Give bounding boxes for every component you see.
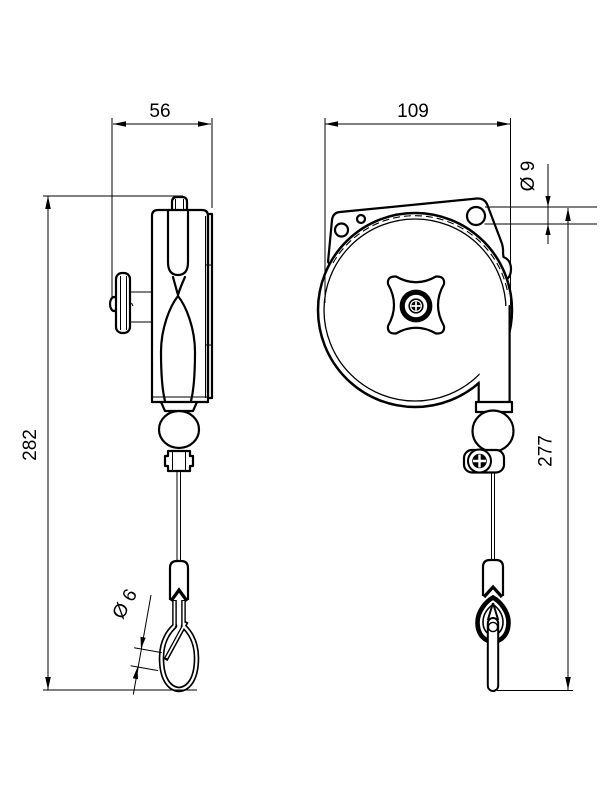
dim-side-width-label: 56 xyxy=(149,101,170,122)
dim-front-width-label: 109 xyxy=(397,101,429,122)
bracket-hole-left xyxy=(333,222,350,238)
ferrule-front xyxy=(481,558,505,596)
cable-side xyxy=(176,471,181,561)
ferrule-notch xyxy=(169,587,189,602)
knob-bracket-lines xyxy=(130,291,152,323)
carabiner-eye-outer xyxy=(172,600,186,626)
ratchet-knob xyxy=(108,271,152,335)
dim-front-height-label: 277 xyxy=(536,435,557,467)
dimension-side-width: 56 xyxy=(111,101,213,297)
slot-neck xyxy=(171,275,187,297)
front-cover-strip xyxy=(206,212,214,400)
side-body xyxy=(150,208,214,404)
front-view xyxy=(316,197,515,692)
side-outlet-assembly xyxy=(157,400,201,473)
dimension-hole-diameter: Ø 9 xyxy=(484,161,597,244)
outlet-tube xyxy=(477,304,511,404)
bracket-hole-small xyxy=(355,213,367,225)
strip-detail xyxy=(205,216,212,398)
dim-carabiner-wire-label: Ø 6 xyxy=(108,586,141,623)
pin-slot xyxy=(166,208,190,277)
bracket-hole-d9 xyxy=(465,205,487,227)
dimension-side-height: 282 xyxy=(20,195,197,691)
swivel-detail xyxy=(172,451,186,471)
pin-head-detail xyxy=(487,621,499,633)
tube-mask xyxy=(479,306,510,402)
dimension-carabiner-wire: Ø 6 xyxy=(108,586,162,695)
dimension-front-height: 277 xyxy=(497,208,573,691)
swivel-screw-cross xyxy=(473,454,486,468)
outlet-ball xyxy=(157,409,201,450)
carabiner-eye-inner xyxy=(173,601,185,626)
dim-hole-diameter-label: Ø 9 xyxy=(518,161,539,192)
outlet-neck xyxy=(159,400,199,413)
cable-swivel xyxy=(163,449,195,473)
hanging-pin xyxy=(486,617,500,692)
hidden-edge-arc xyxy=(332,215,509,295)
dimension-front-width: 109 xyxy=(324,101,511,305)
side-view xyxy=(108,195,214,693)
pin-tip-front xyxy=(486,602,500,621)
outlet-ball-front xyxy=(471,409,515,453)
ferrule-body xyxy=(168,559,190,600)
ferrule-side xyxy=(168,559,190,602)
knob-ring xyxy=(399,289,433,323)
cable-front xyxy=(491,472,495,560)
knob-detail-lines xyxy=(120,276,134,330)
knob-outline xyxy=(114,271,132,335)
carabiner-gate-inner xyxy=(165,622,187,659)
center-screw-cross xyxy=(411,301,421,311)
dim-side-height-label: 282 xyxy=(20,429,41,461)
carabiner-hook xyxy=(158,600,200,693)
spring-arbor-profile xyxy=(159,294,197,403)
pin-cap xyxy=(170,195,189,215)
ferrule-notch-front xyxy=(482,584,504,599)
